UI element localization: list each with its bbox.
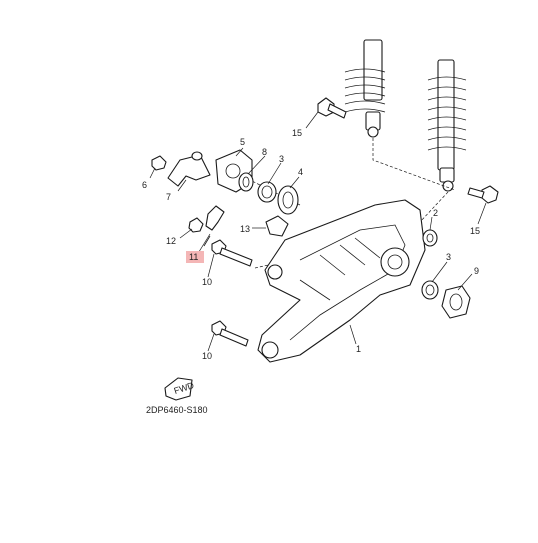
callout-7: 7 <box>166 192 171 202</box>
bolt-12 <box>188 217 204 233</box>
callout-1: 1 <box>356 344 361 354</box>
shock-absorber-right <box>427 59 467 192</box>
circlip-3-upper <box>257 181 277 203</box>
callout-11-highlight <box>186 251 204 263</box>
callout-10-lower: 10 <box>202 351 212 361</box>
callout-13: 13 <box>240 224 250 234</box>
callout-11: 11 <box>189 252 198 262</box>
callout-2: 2 <box>433 208 438 218</box>
callout-5: 5 <box>240 137 245 147</box>
seal-8 <box>238 172 254 192</box>
bolt-6 <box>151 155 167 171</box>
fwd-arrow-icon: FWD <box>164 377 196 401</box>
stay-7 <box>167 151 211 187</box>
bolt-15-right <box>467 185 499 204</box>
circlip-3-lower <box>421 280 439 300</box>
shock-absorber-center <box>344 39 386 138</box>
callout-15-upper: 15 <box>292 128 302 138</box>
bearing-4 <box>277 185 299 215</box>
callout-10-upper: 10 <box>202 277 212 287</box>
bolt-10-upper <box>211 239 253 267</box>
bolt-15-upper <box>317 97 347 119</box>
callout-8: 8 <box>262 147 267 157</box>
callout-9: 9 <box>474 266 479 276</box>
clamp-13 <box>265 215 289 237</box>
callout-3-lower: 3 <box>446 252 451 262</box>
callout-3-upper: 3 <box>279 154 284 164</box>
collar-2 <box>422 229 438 247</box>
spacer-9 <box>441 285 471 319</box>
clip-11 <box>203 205 225 247</box>
rear-arm <box>257 199 426 363</box>
callout-4: 4 <box>298 167 303 177</box>
diagram-code: 2DP6460-S180 <box>146 405 208 415</box>
callout-labels: 15 15 5 8 3 4 6 7 12 11 10 10 13 2 3 9 1 <box>142 128 480 361</box>
callout-12: 12 <box>166 236 176 246</box>
callout-15-right: 15 <box>470 226 480 236</box>
callout-6: 6 <box>142 180 147 190</box>
bolt-10-lower <box>211 320 249 347</box>
